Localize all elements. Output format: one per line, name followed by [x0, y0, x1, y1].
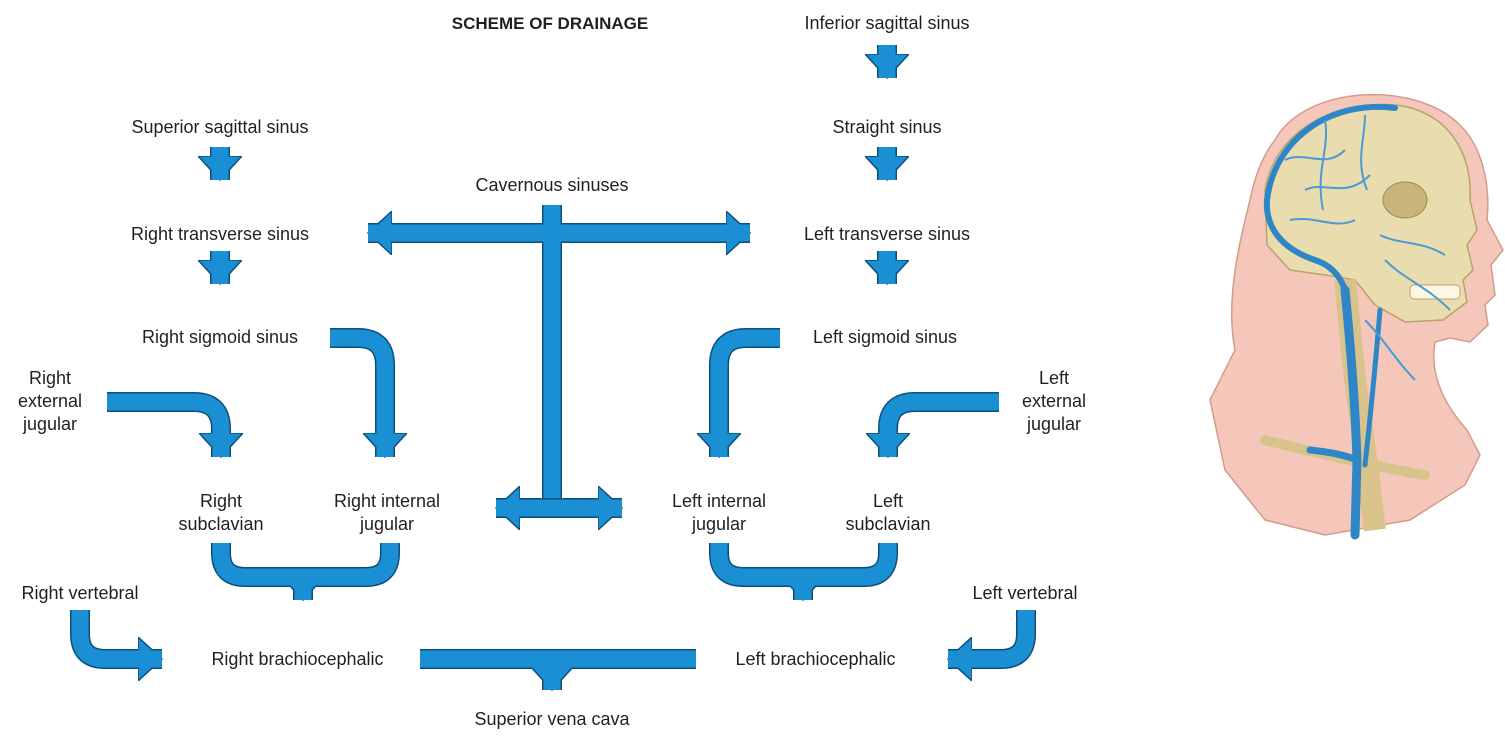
node-left-subclavian: Left subclavian — [845, 491, 931, 534]
external-jugular-vein — [1362, 307, 1383, 468]
node-left-sigmoid-sinus: Left sigmoid sinus — [812, 327, 958, 347]
node-right-subclavian: Right subclavian — [178, 491, 264, 534]
cerebral-veins — [1284, 114, 1451, 381]
node-left-brachiocephalic: Left brachiocephalic — [735, 649, 896, 669]
node-inferior-sagittal-sinus: Inferior sagittal sinus — [804, 13, 970, 33]
node-right-brachiocephalic: Right brachiocephalic — [211, 649, 384, 669]
node-left-vertebral: Left vertebral — [972, 583, 1078, 603]
internal-jugular-vein — [1340, 285, 1362, 540]
subclavian-vein — [1306, 446, 1361, 464]
node-right-sigmoid-sinus: Right sigmoid sinus — [141, 327, 299, 347]
orbit — [1382, 181, 1428, 219]
node-straight-sinus: Straight sinus — [832, 117, 942, 137]
node-left-transverse-sinus: Left transverse sinus — [803, 224, 971, 244]
node-left-internal-jugular: Left internal jugular — [671, 491, 767, 534]
node-right-internal-jugular: Right internal jugular — [333, 491, 441, 534]
node-right-vertebral: Right vertebral — [21, 583, 139, 603]
node-right-transverse-sinus: Right transverse sinus — [130, 224, 310, 244]
node-left-external-jugular: Left external jugular — [1021, 368, 1087, 434]
node-superior-vena-cava: Superior vena cava — [474, 709, 630, 729]
node-superior-sagittal-sinus: Superior sagittal sinus — [131, 117, 309, 137]
node-cavernous-sinuses: Cavernous sinuses — [475, 175, 629, 195]
superior-sagittal-sinus — [1263, 103, 1398, 263]
node-right-external-jugular: Right external jugular — [17, 368, 83, 434]
diagram-title: SCHEME OF DRAINAGE — [451, 14, 649, 33]
head-venous-drainage-illustration — [1209, 93, 1504, 540]
